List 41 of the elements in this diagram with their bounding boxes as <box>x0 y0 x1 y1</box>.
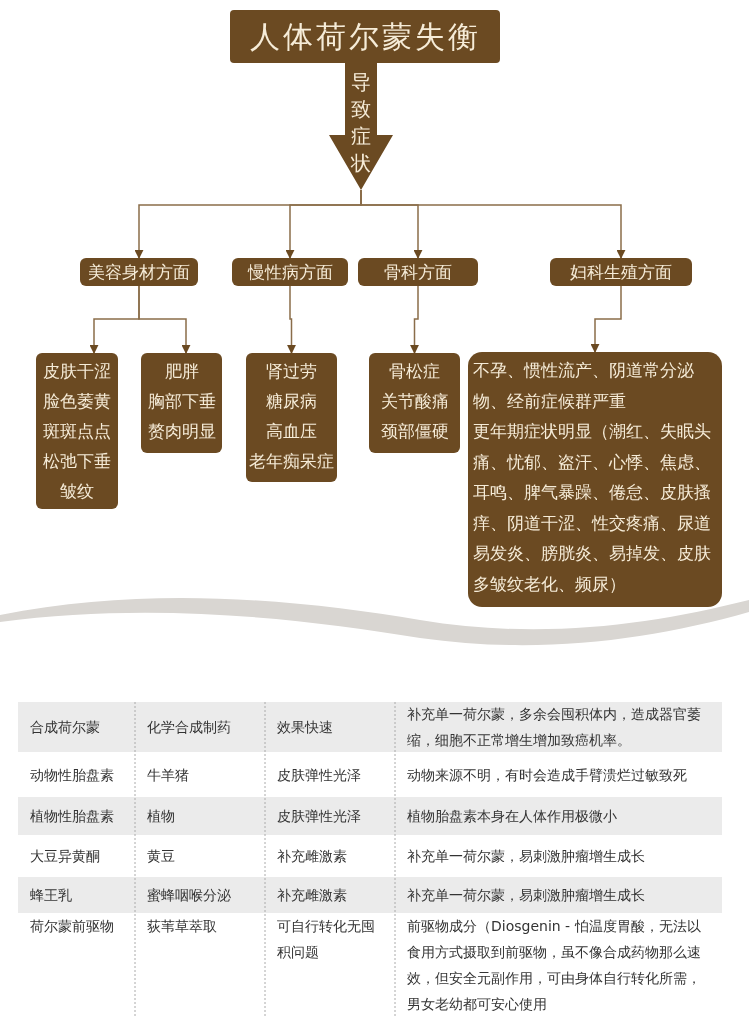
arrow <box>410 285 419 354</box>
table-text: 前驱物成分（Diosgenin - 怕温度胃酸，无法以食用方式摄取到前驱物，虽不像合成药物那么速效，但安全元副作用，可由身体自行转化所需，男女老幼都可安心使用 <box>407 917 702 1014</box>
table-text: 补充单一荷尔蒙，易刺激肿瘤增生成长 <box>407 886 645 905</box>
arrow-label: 导致症状 <box>350 69 372 177</box>
category-box: 美容身材方面 <box>80 258 198 286</box>
arrow <box>138 285 191 354</box>
table-text: 效果快速 <box>277 718 333 737</box>
symptom-box: 不孕、惯性流产、阴道常分泌物、经前症候群严重 更年期症状明显（潮红、失眠头痛、忧郁、盗汗、心悸、焦虑、耳鸣、脾气暴躁、倦怠、皮肤搔痒、阴道干涩、性交疼痛、尿道易发炎、膀胱炎、易掉发、皮肤多皱纹老化、频尿） <box>468 352 722 607</box>
table-text: 化学合成制药 <box>147 718 231 737</box>
table-text: 合成荷尔蒙 <box>30 718 100 737</box>
table-text: 植物胎盘素本身在人体作用极微小 <box>407 807 617 826</box>
table-text: 黄豆 <box>147 847 175 866</box>
title-box: 人体荷尔蒙失衡 <box>230 10 500 63</box>
table-text: 皮肤弹性光泽 <box>277 807 361 826</box>
symptom-box: 骨松症 关节酸痛 颈部僵硬 <box>369 353 460 453</box>
table-text: 蜂王乳 <box>30 886 72 905</box>
table-text: 植物性胎盘素 <box>30 807 114 826</box>
down-arrow <box>329 63 393 190</box>
category-box: 慢性病方面 <box>232 258 348 286</box>
arrow <box>590 285 622 353</box>
arrow <box>360 189 626 259</box>
table-text: 动物性胎盘素 <box>30 765 114 785</box>
table-text: 动物来源不明，有时会造成手臂溃烂过敏致死 <box>407 765 687 785</box>
category-box: 骨科方面 <box>358 258 478 286</box>
symptom-box: 肾过劳 糖尿病 高血压 老年痴呆症 <box>246 353 337 482</box>
table-text: 皮肤弹性光泽 <box>277 765 361 785</box>
table-text: 补充雌激素 <box>277 847 347 866</box>
table-text: 补充单一荷尔蒙，多余会囤积体内，造成器官萎缩，细胞不正常增生增加致癌机率。 <box>407 705 702 750</box>
symptom-box: 肥胖 胸部下垂 赘肉明显 <box>141 353 222 453</box>
arrow <box>287 285 296 354</box>
table-text: 牛羊猪 <box>147 765 189 785</box>
table-text: 补充单一荷尔蒙，易刺激肿瘤增生成长 <box>407 847 645 866</box>
table-text: 荷尔蒙前驱物 <box>30 917 114 936</box>
table-text: 荻苇草萃取 <box>147 917 217 936</box>
symptom-box: 皮肤干涩 脸色萎黄 斑斑点点 松弛下垂 皱纹 <box>36 353 118 509</box>
category-box: 妇科生殖方面 <box>550 258 692 286</box>
table-text: 蜜蜂咽喉分泌 <box>147 886 231 905</box>
table-text: 大豆异黄酮 <box>30 847 100 866</box>
table-text: 补充雌激素 <box>277 886 347 905</box>
table-text: 植物 <box>147 807 175 826</box>
table-text: 可自行转化无囤积问题 <box>277 917 376 962</box>
